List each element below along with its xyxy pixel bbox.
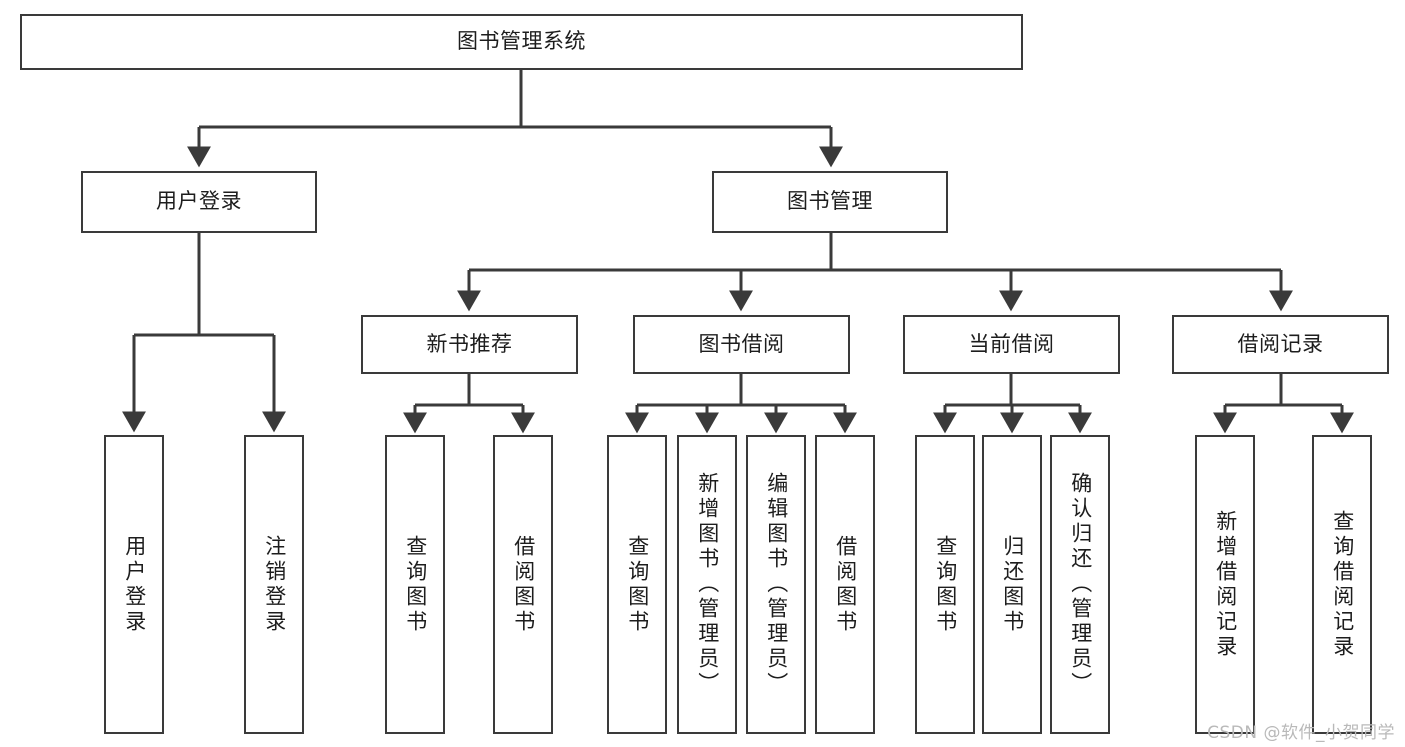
leaf-logout[interactable]: 注销登录 [244, 435, 304, 734]
node-new-book-recommend-label: 新书推荐 [426, 331, 513, 356]
leaf-confirm-return-admin[interactable]: 确认归还（管理员） [1050, 435, 1110, 734]
leaf-borrow-book-newbook-label: 借阅图书 [511, 534, 536, 635]
leaf-add-borrow-record[interactable]: 新增借阅记录 [1195, 435, 1255, 734]
leaf-logout-label: 注销登录 [262, 534, 287, 635]
leaf-confirm-return-admin-label: 确认归还（管理员） [1068, 472, 1093, 697]
leaf-query-book-borrow[interactable]: 查询图书 [607, 435, 667, 734]
leaf-return-book-label: 归还图书 [1000, 534, 1025, 635]
leaf-query-borrow-record-label: 查询借阅记录 [1330, 509, 1355, 660]
node-borrow-records-label: 借阅记录 [1237, 331, 1324, 356]
leaf-query-book-newbook[interactable]: 查询图书 [385, 435, 445, 734]
leaf-query-book-borrow-label: 查询图书 [625, 534, 650, 635]
leaf-query-book-newbook-label: 查询图书 [403, 534, 428, 635]
node-user-login-label: 用户登录 [156, 189, 242, 214]
leaf-borrow-book[interactable]: 借阅图书 [815, 435, 875, 734]
node-current-borrow[interactable]: 当前借阅 [903, 315, 1120, 374]
leaf-add-book-admin[interactable]: 新增图书（管理员） [677, 435, 737, 734]
leaf-edit-book-admin-label: 编辑图书（管理员） [764, 472, 789, 697]
node-new-book-recommend[interactable]: 新书推荐 [361, 315, 578, 374]
leaf-return-book[interactable]: 归还图书 [982, 435, 1042, 734]
node-current-borrow-label: 当前借阅 [968, 331, 1055, 356]
leaf-user-login[interactable]: 用户登录 [104, 435, 164, 734]
node-book-borrow[interactable]: 图书借阅 [633, 315, 850, 374]
csdn-watermark: CSDN @软件_小贺同学 [1207, 723, 1395, 743]
node-borrow-records[interactable]: 借阅记录 [1172, 315, 1389, 374]
leaf-query-book-current[interactable]: 查询图书 [915, 435, 975, 734]
leaf-add-book-admin-label: 新增图书（管理员） [695, 472, 720, 697]
leaf-add-borrow-record-label: 新增借阅记录 [1213, 509, 1238, 660]
leaf-edit-book-admin[interactable]: 编辑图书（管理员） [746, 435, 806, 734]
leaf-query-borrow-record[interactable]: 查询借阅记录 [1312, 435, 1372, 734]
leaf-borrow-book-label: 借阅图书 [833, 534, 858, 635]
leaf-query-book-current-label: 查询图书 [933, 534, 958, 635]
node-book-borrow-label: 图书借阅 [698, 331, 785, 356]
node-user-login[interactable]: 用户登录 [81, 171, 317, 233]
leaf-user-login-label: 用户登录 [122, 534, 147, 635]
node-book-management-label: 图书管理 [787, 189, 873, 214]
leaf-borrow-book-newbook[interactable]: 借阅图书 [493, 435, 553, 734]
node-book-management[interactable]: 图书管理 [712, 171, 948, 233]
node-root-label: 图书管理系统 [457, 29, 586, 54]
node-root[interactable]: 图书管理系统 [20, 14, 1023, 70]
